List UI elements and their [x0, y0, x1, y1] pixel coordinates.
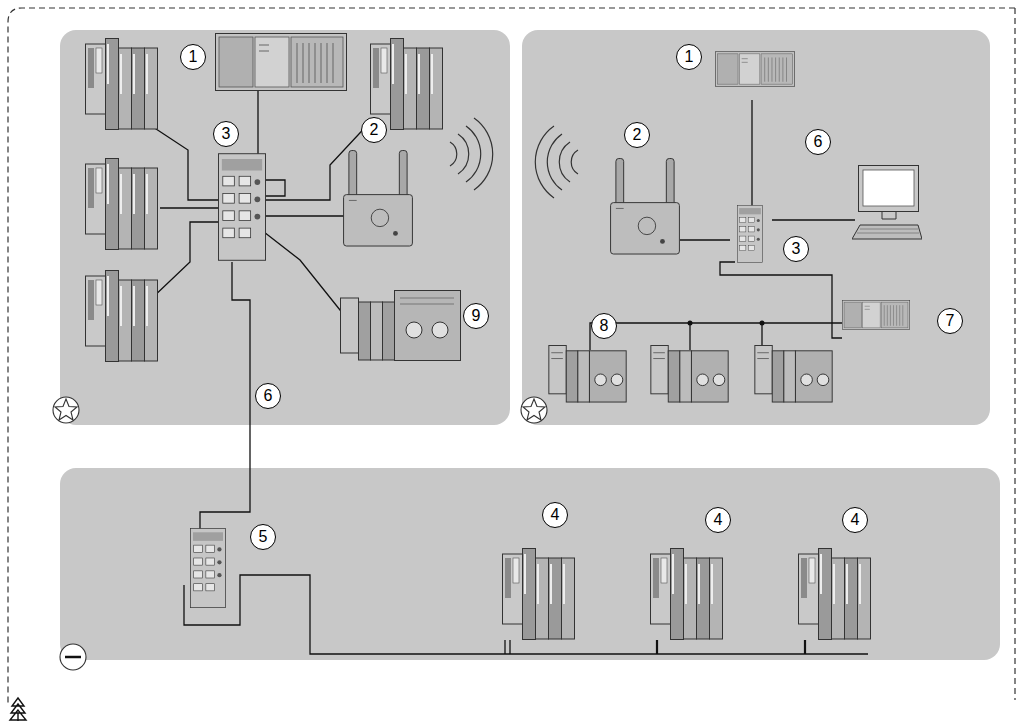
callout-circle: 6 — [805, 129, 831, 155]
callout-circle: 9 — [463, 303, 489, 329]
callout-circle: 3 — [213, 121, 239, 147]
callout-number: 3 — [222, 126, 231, 142]
callout-number: 1 — [685, 49, 694, 65]
callout-circle: 1 — [180, 44, 206, 70]
callout-number: 1 — [189, 49, 198, 65]
callout-circle: 2 — [624, 122, 650, 148]
callout-circle: 4 — [542, 502, 568, 528]
callout-circle: 4 — [842, 507, 868, 533]
callout-number: 6 — [264, 388, 273, 404]
callout-number: 8 — [600, 318, 609, 334]
callout-number: 4 — [714, 512, 723, 528]
callout-circle: 8 — [591, 313, 617, 339]
callout-circle: 3 — [783, 236, 809, 262]
callout-circle: 5 — [250, 524, 276, 550]
callout-number: 2 — [633, 127, 642, 143]
callout-number: 5 — [259, 529, 268, 545]
callout-number: 4 — [551, 507, 560, 523]
callout-circle: 1 — [676, 44, 702, 70]
callout-circle: 6 — [255, 383, 281, 409]
callout-circle: 2 — [361, 117, 387, 143]
callout-circle: 7 — [937, 308, 963, 334]
callout-number: 6 — [814, 134, 823, 150]
callout-number: 2 — [370, 122, 379, 138]
callout-circle: 4 — [705, 507, 731, 533]
callout-number: 4 — [851, 512, 860, 528]
callout-number: 3 — [792, 241, 801, 257]
callout-number: 7 — [946, 313, 955, 329]
callout-number: 9 — [472, 308, 481, 324]
